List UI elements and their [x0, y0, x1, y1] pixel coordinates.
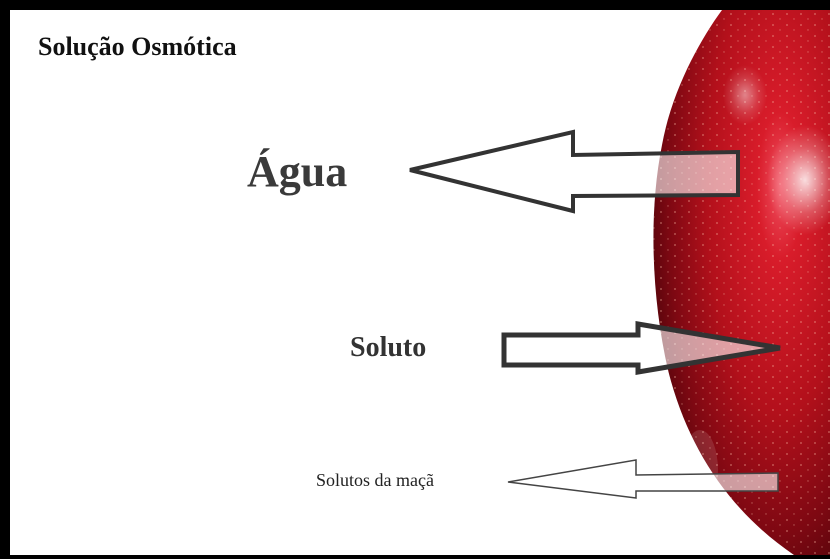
apple-solutes-arrow-left: [507, 459, 779, 499]
water-arrow-left: [409, 129, 740, 214]
apple-solutes-label: Solutos da maçã: [316, 470, 434, 490]
solute-label: Soluto: [350, 332, 427, 363]
arrows-layer: [409, 129, 781, 499]
page-title: Solução Osmótica: [38, 32, 237, 61]
solute-arrow-right: [501, 321, 781, 375]
water-label: Água: [247, 147, 348, 196]
